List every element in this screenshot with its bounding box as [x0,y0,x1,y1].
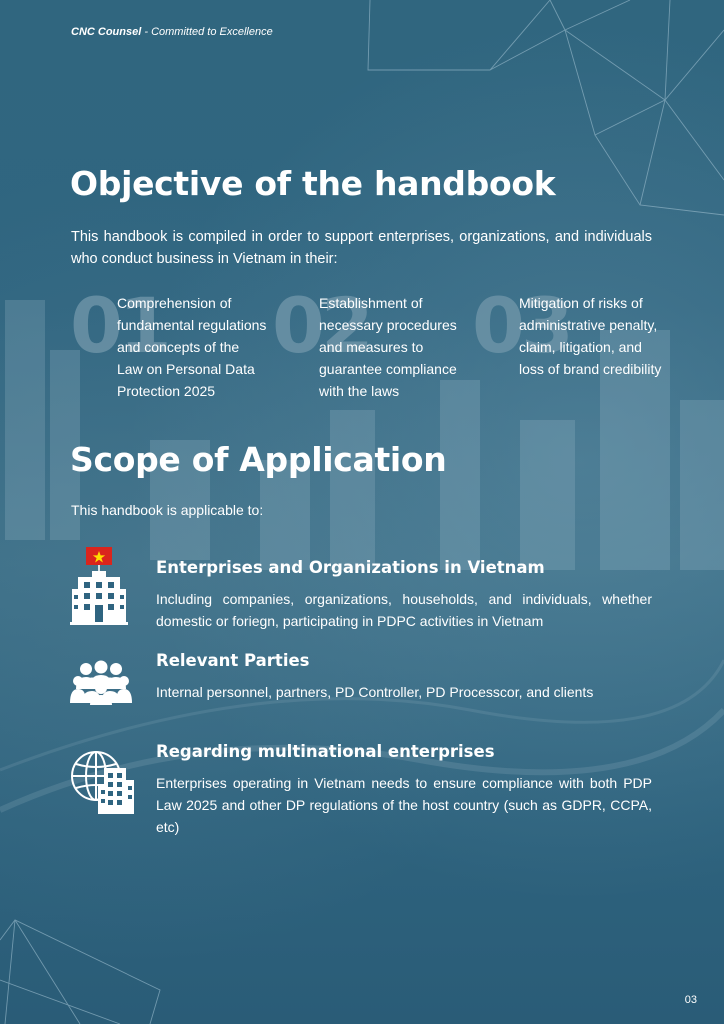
objective-number: 01 [70,281,172,370]
scope-item-relevant-parties: Relevant Parties Internal personnel, par… [70,651,652,711]
people-group-icon [70,660,132,705]
scope-item-multinational: Regarding multinational enterprises Ente… [70,742,652,842]
top-right-polygon-decoration [367,0,724,216]
scope-item-desc: Including companies, organizations, hous… [156,591,652,629]
scope-item-title: Regarding multinational enterprises [156,742,495,761]
objective-text: Comprehension of fundamental regulations… [117,295,267,399]
page-number: 03 [684,994,697,1006]
objective-number: 03 [472,281,574,370]
scope-intro: This handbook is applicable to: [71,502,264,518]
scope-item-desc: Enterprises operating in Vietnam needs t… [156,775,652,835]
objective-number: 02 [272,281,374,370]
objective-title: Objective of the handbook [70,164,556,203]
globe-building-icon [71,751,134,814]
objective-intro: This handbook is compiled in order to su… [71,229,652,267]
brand-tagline: - Committed to Excellence [144,26,273,38]
brand-header: CNC Counsel - Committed to Excellence [71,26,273,38]
city-background-image [0,300,724,813]
objective-text: Establishment of necessary procedures an… [319,295,457,399]
objective-text: Mitigation of risks of administrative pe… [519,295,662,377]
scope-item-desc: Internal personnel, partners, PD Control… [156,684,594,700]
scope-item-title: Relevant Parties [156,651,310,670]
brand-name: CNC Counsel [71,26,142,38]
scope-title: Scope of Application [70,440,447,479]
building-flag-icon [70,547,128,625]
scope-item-title: Enterprises and Organizations in Vietnam [156,558,545,577]
bottom-left-polygon-decoration [0,919,161,1024]
scope-item-enterprises: Enterprises and Organizations in Vietnam… [70,547,652,638]
